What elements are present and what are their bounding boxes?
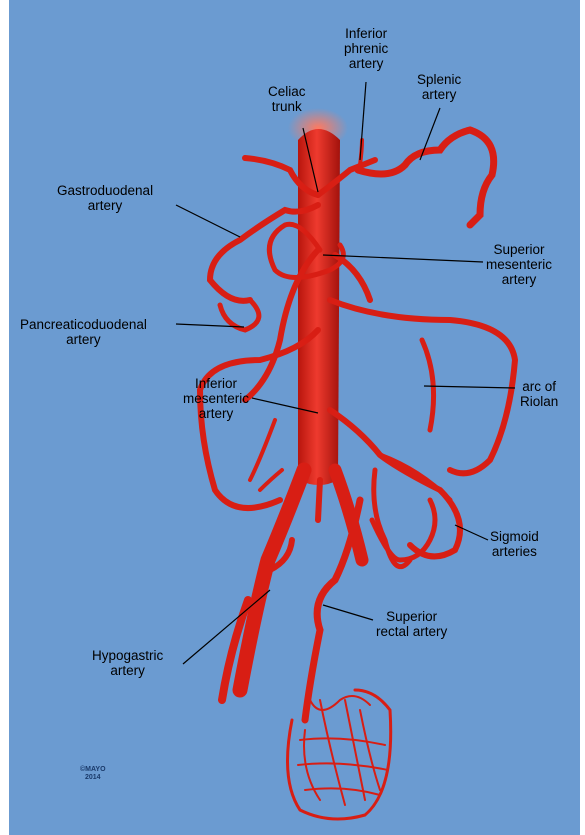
copyright-mark: ©MAYO 2014 [80, 766, 106, 782]
superior-mesenteric-branches [200, 224, 515, 508]
label-inferior-mesenteric-artery: Inferior mesenteric artery [183, 376, 249, 421]
label-inferior-phrenic-artery: Inferior phrenic artery [344, 26, 388, 71]
label-pancreaticoduodenal-artery: Pancreaticoduodenal artery [20, 317, 147, 347]
leader-arc-riolan [424, 386, 515, 388]
label-arc-of-riolan: arc of Riolan [520, 379, 558, 409]
label-celiac-trunk: Celiac trunk [268, 84, 306, 114]
leader-gastroduodenal [176, 205, 240, 237]
label-superior-rectal-artery: Superior rectal artery [376, 609, 447, 639]
iliac-arteries [222, 470, 362, 700]
celiac-branches [210, 130, 494, 330]
label-splenic-artery: Splenic artery [417, 72, 461, 102]
label-hypogastric-artery: Hypogastric artery [92, 648, 163, 678]
label-sigmoid-arteries: Sigmoid arteries [490, 529, 539, 559]
leader-superior-rectal [323, 605, 373, 620]
label-superior-mesenteric-artery: Superior mesenteric artery [486, 242, 552, 287]
aorta [288, 108, 348, 485]
label-gastroduodenal-artery: Gastroduodenal artery [57, 183, 153, 213]
leader-lines [176, 82, 515, 664]
